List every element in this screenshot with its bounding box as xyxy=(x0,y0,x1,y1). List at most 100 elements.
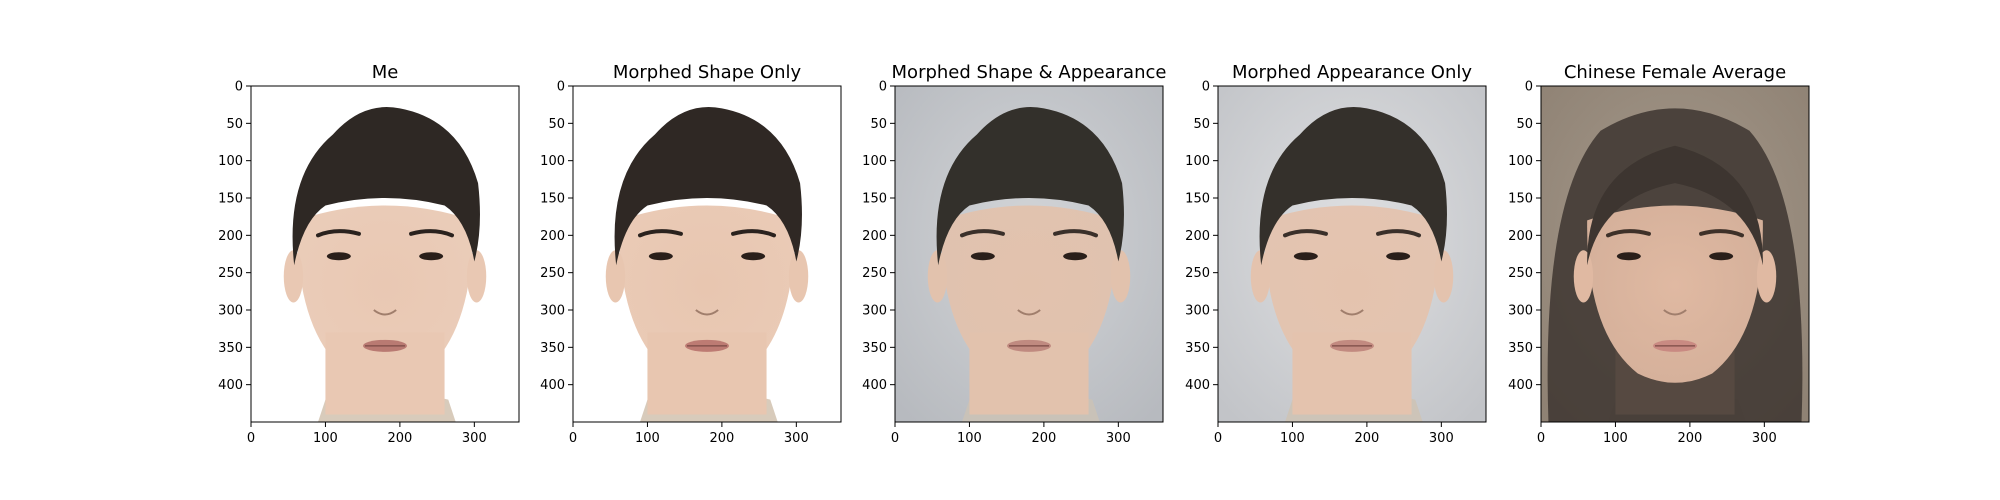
y-tick-label: 300 xyxy=(540,304,565,319)
y-tick-label: 250 xyxy=(1185,266,1210,281)
y-tick-label: 0 xyxy=(1525,80,1533,95)
x-tick-label: 300 xyxy=(1106,431,1131,446)
left-eye xyxy=(970,252,995,261)
y-tick-label: 250 xyxy=(1508,266,1533,281)
x-tick-label: 0 xyxy=(891,431,899,446)
y-tick-label: 350 xyxy=(540,341,565,356)
right-eye xyxy=(1386,252,1411,261)
panel-4: Morphed Appearance Only05010015020025030… xyxy=(1185,62,1487,446)
x-tick-label: 100 xyxy=(1603,431,1628,446)
right-eye xyxy=(1063,252,1088,261)
hair xyxy=(614,107,802,266)
y-tick-label: 300 xyxy=(1508,304,1533,319)
panel-5: Chinese Female Average050100150200250300… xyxy=(1508,62,1810,446)
y-tick-label: 250 xyxy=(862,266,887,281)
y-tick-label: 150 xyxy=(1185,192,1210,207)
panel-title: Chinese Female Average xyxy=(1564,62,1786,83)
panel-title: Morphed Shape & Appearance xyxy=(892,62,1167,83)
x-tick-label: 100 xyxy=(313,431,338,446)
face-image xyxy=(895,86,1163,422)
left-eye xyxy=(326,252,351,261)
left-brow xyxy=(960,229,1005,238)
nose xyxy=(695,309,719,316)
left-eye xyxy=(1293,252,1318,261)
y-tick-label: 350 xyxy=(1508,341,1533,356)
face xyxy=(297,205,473,383)
right-ear xyxy=(466,250,487,303)
x-tick-label: 300 xyxy=(1752,431,1777,446)
panel-title: Me xyxy=(372,62,399,83)
hair xyxy=(936,107,1124,266)
y-tick-label: 200 xyxy=(862,229,887,244)
nose xyxy=(373,309,397,316)
y-tick-label: 200 xyxy=(1508,229,1533,244)
y-tick-label: 100 xyxy=(1508,154,1533,169)
y-tick-label: 50 xyxy=(870,117,887,132)
nose xyxy=(1017,309,1041,316)
panel-title: Morphed Shape Only xyxy=(613,62,802,83)
y-tick-label: 200 xyxy=(540,229,565,244)
y-tick-label: 350 xyxy=(1185,341,1210,356)
x-tick-label: 200 xyxy=(1354,431,1379,446)
hair xyxy=(292,107,480,266)
left-eye xyxy=(648,252,673,261)
y-tick-label: 250 xyxy=(218,266,243,281)
x-tick-label: 200 xyxy=(1031,431,1056,446)
nose xyxy=(1663,309,1687,316)
y-tick-label: 300 xyxy=(1185,304,1210,319)
right-ear xyxy=(1433,250,1454,303)
hair xyxy=(1587,145,1763,266)
y-tick-label: 300 xyxy=(862,304,887,319)
y-tick-label: 50 xyxy=(226,117,243,132)
right-brow xyxy=(731,229,776,238)
x-tick-label: 200 xyxy=(387,431,412,446)
right-brow xyxy=(1376,229,1421,238)
right-eye xyxy=(741,252,766,261)
left-ear xyxy=(283,250,304,303)
left-brow xyxy=(1283,229,1328,238)
y-tick-label: 0 xyxy=(557,80,565,95)
y-tick-label: 50 xyxy=(548,117,565,132)
y-tick-label: 150 xyxy=(862,192,887,207)
y-tick-label: 350 xyxy=(218,341,243,356)
x-tick-label: 200 xyxy=(1677,431,1702,446)
y-tick-label: 100 xyxy=(1185,154,1210,169)
y-tick-label: 200 xyxy=(218,229,243,244)
left-ear xyxy=(1250,250,1271,303)
right-brow xyxy=(409,229,454,238)
y-tick-label: 200 xyxy=(1185,229,1210,244)
x-tick-label: 200 xyxy=(709,431,734,446)
x-tick-label: 100 xyxy=(635,431,660,446)
face xyxy=(1587,205,1763,383)
y-tick-label: 300 xyxy=(218,304,243,319)
axes-frame xyxy=(1540,85,1810,423)
y-tick-label: 350 xyxy=(862,341,887,356)
axes-frame xyxy=(572,85,842,423)
y-tick-label: 50 xyxy=(1516,117,1533,132)
nose xyxy=(1340,309,1364,316)
y-tick-label: 100 xyxy=(218,154,243,169)
y-tick-label: 400 xyxy=(1508,378,1533,393)
left-brow xyxy=(316,229,361,238)
face-image xyxy=(1541,86,1809,422)
x-tick-label: 0 xyxy=(1537,431,1545,446)
x-tick-label: 0 xyxy=(247,431,255,446)
x-tick-label: 100 xyxy=(1280,431,1305,446)
x-tick-label: 300 xyxy=(784,431,809,446)
right-brow xyxy=(1053,229,1098,238)
axes-frame xyxy=(894,85,1164,423)
y-tick-label: 150 xyxy=(540,192,565,207)
y-tick-label: 400 xyxy=(1185,378,1210,393)
right-ear xyxy=(788,250,809,303)
y-tick-label: 0 xyxy=(879,80,887,95)
right-brow xyxy=(1699,229,1744,238)
left-ear xyxy=(605,250,626,303)
left-eye xyxy=(1616,252,1641,261)
left-brow xyxy=(1606,229,1651,238)
face xyxy=(941,205,1117,383)
panel-3: Morphed Shape & Appearance05010015020025… xyxy=(862,62,1166,446)
panel-2: Morphed Shape Only0501001502002503003504… xyxy=(540,62,842,446)
right-eye xyxy=(419,252,444,261)
y-tick-label: 50 xyxy=(1193,117,1210,132)
